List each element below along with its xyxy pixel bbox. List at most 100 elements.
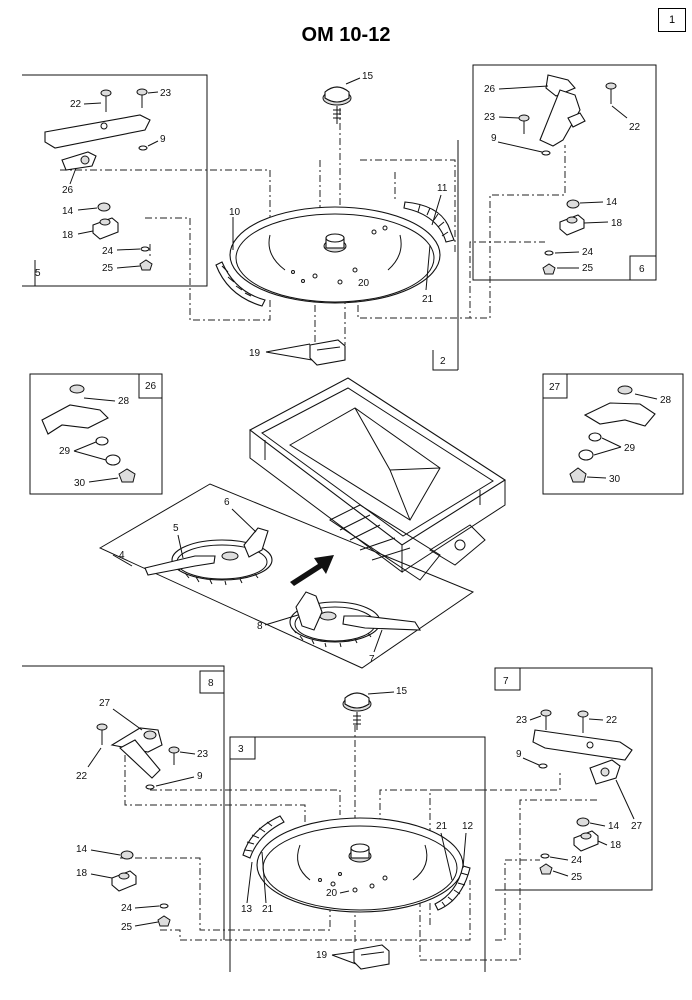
callout-left-23: 23 <box>160 88 172 99</box>
callout-right-23: 23 <box>484 112 496 123</box>
frame-group-5 <box>22 74 208 287</box>
br-washer-24 <box>540 853 550 859</box>
callout-bot-21a: 21 <box>436 821 448 832</box>
frame-group-8 <box>22 665 225 940</box>
callout-br-9: 9 <box>516 749 522 760</box>
right-bolt-22 <box>605 82 617 104</box>
bottom-vane-12 <box>434 865 471 911</box>
callout-top-bolt-20: 20 <box>358 278 370 289</box>
label-group-4: 4 <box>119 550 125 561</box>
br-washer-9 <box>538 763 548 769</box>
right-nut-25 <box>542 263 556 275</box>
br-bolt-22 <box>577 710 589 733</box>
top-vane-11 <box>403 201 455 243</box>
bl-washer-24 <box>159 903 169 909</box>
left-nut-25 <box>139 259 153 271</box>
frame-group-2 <box>432 140 459 371</box>
callout-right-25: 25 <box>582 263 594 274</box>
right-washer-24 <box>544 250 554 256</box>
diagram-title: OM 10-12 <box>301 24 391 46</box>
callout-bot-13: 13 <box>241 904 253 915</box>
label-group-8: 8 <box>208 678 214 689</box>
frame-group-6 <box>472 64 657 281</box>
callout-right-22: 22 <box>629 122 641 133</box>
callout-left-22: 22 <box>70 99 82 110</box>
callout-bot-20: 20 <box>326 888 338 899</box>
page-number-box: 1 <box>658 8 686 32</box>
bl-nut-25 <box>157 915 171 927</box>
bottom-vane-13 <box>242 815 285 859</box>
frame-group-4 <box>98 483 475 669</box>
callout-top-vane-10: 10 <box>229 207 241 218</box>
callout-left-26: 26 <box>62 185 74 196</box>
label-group-7: 7 <box>503 676 509 687</box>
bl-bush-14 <box>120 850 134 860</box>
callout-d27-28: 28 <box>660 395 672 406</box>
left-bolt-22 <box>100 89 112 112</box>
br-block-18 <box>573 830 599 852</box>
callout-br-24: 24 <box>571 855 583 866</box>
bottom-clip-19 <box>353 944 390 970</box>
top-spinner-15 <box>322 86 352 124</box>
label-group-27: 27 <box>549 382 561 393</box>
label-group-6: 6 <box>639 264 645 275</box>
mid-holder-8 <box>295 591 323 631</box>
callout-top-vane-21: 21 <box>422 294 434 305</box>
label-group-3: 3 <box>238 744 244 755</box>
callout-bl-14: 14 <box>76 844 88 855</box>
bottom-spreader-disc <box>256 817 464 913</box>
callout-right-26: 26 <box>484 84 496 95</box>
callout-bl-18: 18 <box>76 868 88 879</box>
right-bush-14 <box>566 199 580 209</box>
frame-group-3 <box>229 736 486 972</box>
mid-blade-7 <box>342 615 422 631</box>
callout-bl-23: 23 <box>197 749 209 760</box>
detail-27-parts <box>569 385 656 483</box>
hopper-body <box>248 377 507 581</box>
callout-br-25: 25 <box>571 872 583 883</box>
br-bolt-23 <box>540 709 552 730</box>
callout-left-24: 24 <box>102 246 114 257</box>
callout-d26-30: 30 <box>74 478 86 489</box>
label-group-5: 5 <box>35 268 41 279</box>
callout-bot-19: 19 <box>316 950 328 961</box>
frame-group-26 <box>29 373 163 495</box>
mid-holder-6 <box>243 527 269 558</box>
callout-right-24: 24 <box>582 247 594 258</box>
right-bolt-23 <box>518 114 530 134</box>
callout-left-9: 9 <box>160 134 166 145</box>
frame-group-27 <box>542 373 684 495</box>
callout-bot-12: 12 <box>462 821 474 832</box>
left-block-18 <box>92 217 119 240</box>
callout-d27-30: 30 <box>609 474 621 485</box>
direction-arrow-icon <box>290 555 334 586</box>
callout-bottom-spinner: 15 <box>396 686 408 697</box>
left-blade-holder <box>44 114 151 171</box>
label-group-2: 2 <box>440 356 446 367</box>
callout-bl-24: 24 <box>121 903 133 914</box>
callout-br-18: 18 <box>610 840 622 851</box>
callout-d27-29: 29 <box>624 443 636 454</box>
callout-br-23: 23 <box>516 715 528 726</box>
callout-bl-25: 25 <box>121 922 133 933</box>
callout-top-vane-11: 11 <box>437 183 448 194</box>
callout-right-18: 18 <box>611 218 623 229</box>
callout-right-14: 14 <box>606 197 618 208</box>
callout-top-spinner: 15 <box>362 71 374 82</box>
top-spreader-disc <box>229 206 441 304</box>
frame-group-7 <box>495 667 653 891</box>
left-bush-14 <box>97 202 111 212</box>
bl-washer-9 <box>145 784 155 790</box>
label-group-26: 26 <box>145 381 157 392</box>
callout-bot-21b: 21 <box>262 904 274 915</box>
callout-br-22: 22 <box>606 715 618 726</box>
callout-br-14: 14 <box>608 821 620 832</box>
left-bolt-23 <box>136 88 148 108</box>
callout-mid-5: 5 <box>173 523 179 534</box>
callout-bl-9: 9 <box>197 771 203 782</box>
top-clip-19 <box>309 339 346 366</box>
callout-left-14: 14 <box>62 206 74 217</box>
callout-mid-8: 8 <box>257 621 263 632</box>
